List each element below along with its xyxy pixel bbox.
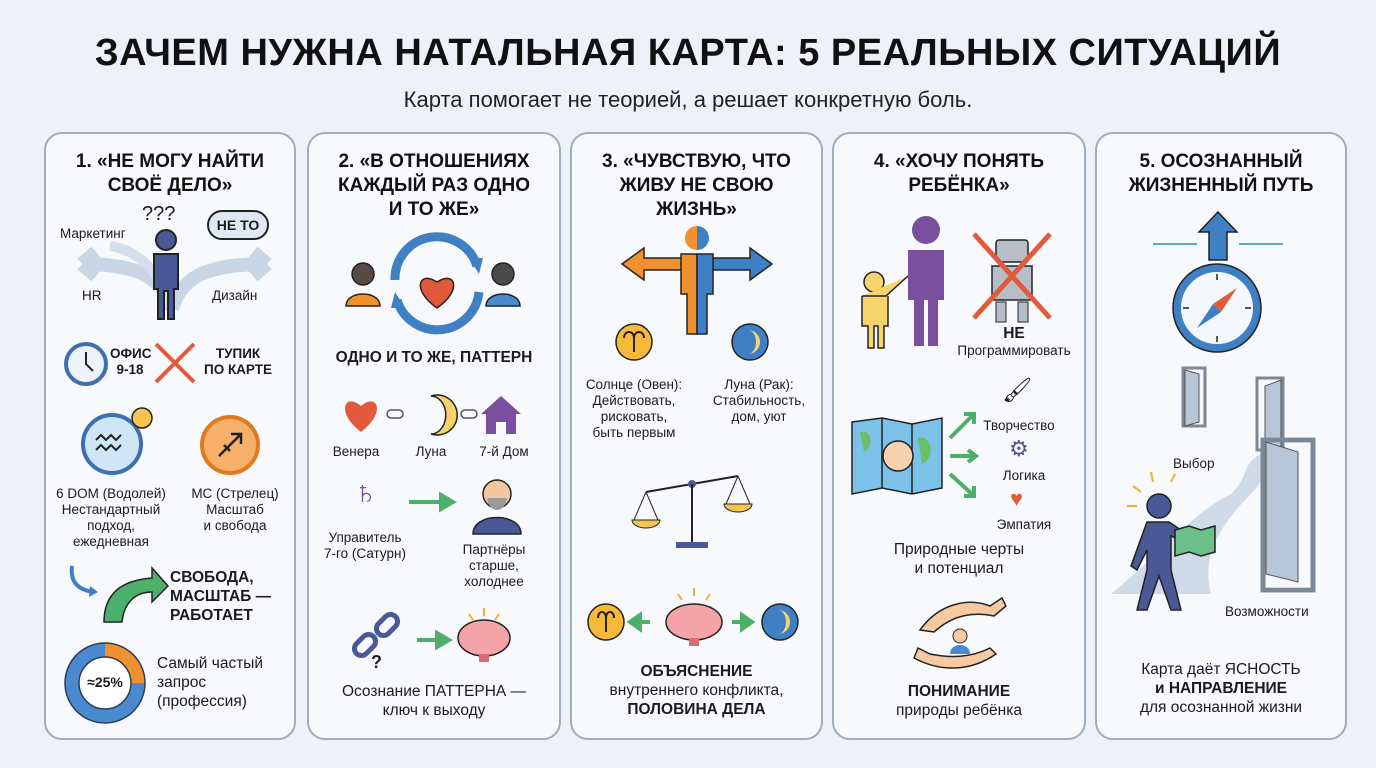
heart-icon: ♥ — [1010, 486, 1024, 511]
trait-arrows-icon — [948, 412, 980, 498]
sagittarius-icon — [200, 415, 260, 475]
path-label-design: Дизайн — [212, 288, 258, 303]
woman-icon — [345, 262, 381, 307]
choice-label: Выбор — [1173, 456, 1215, 471]
parent-child-icon — [861, 216, 944, 349]
result-text: СВОБОДА,МАСШТАБ —РАБОТАЕТ — [170, 569, 272, 624]
moon-label: Луна — [415, 444, 447, 459]
up-arrow-icon — [1153, 210, 1283, 261]
cross-icon — [154, 342, 196, 384]
compass-icon — [1172, 263, 1262, 353]
child-map-icon — [851, 417, 943, 495]
arrow-right-icon — [417, 629, 453, 651]
venus-moon-house-chain-icon — [345, 394, 521, 436]
page-subtitle: Карта помогает не теорией, а решает конк… — [403, 87, 973, 112]
robot-crossed-icon — [972, 232, 1052, 323]
paintbrush-icon: 🖌 — [1002, 377, 1033, 404]
confused-person-icon — [153, 229, 179, 320]
moon-text: Луна (Рак):Стабильность,дом, уют — [712, 377, 806, 424]
opportunities-label: Возможности — [1225, 604, 1309, 619]
trait-empathy: Эмпатия — [996, 517, 1052, 532]
trait-creativity: Творчество — [983, 418, 1055, 433]
caring-hands-icon — [913, 596, 1007, 669]
path-label-hr: HR — [82, 288, 102, 303]
arrow-right-icon — [409, 491, 457, 513]
aquarius-icon — [81, 407, 153, 475]
broken-chain-icon: ? — [351, 611, 401, 672]
walking-person-map-icon — [1127, 471, 1216, 611]
trait-logic: Логика — [1002, 468, 1046, 483]
gear-icon: ⚙ — [1009, 436, 1029, 461]
turn-arrows-icon — [69, 565, 170, 623]
scales-icon — [631, 475, 753, 548]
speech-bubble: НЕ ТО — [207, 210, 269, 240]
saturn-icon: ♄ — [353, 474, 379, 512]
house7-label: 7-й Дом — [479, 444, 529, 459]
split-person-arrows-icon — [620, 226, 774, 335]
man-icon — [485, 262, 521, 307]
clock-icon — [64, 342, 108, 386]
venus-label: Венера — [332, 444, 380, 459]
cycle-arrows-icon — [390, 232, 484, 335]
brain-icon — [457, 608, 511, 662]
bottom-text: Осознание ПАТТЕРНА —ключ к выходу — [341, 683, 527, 719]
donut-25-percent — [64, 642, 146, 724]
page-title: ЗАЧЕМ НУЖНА НАТАЛЬНАЯ КАРТА: 5 РЕАЛЬНЫХ … — [94, 32, 1282, 74]
aries-icon — [615, 323, 653, 361]
path-doors-icon — [1111, 366, 1316, 594]
pattern-label: ОДНО И ТО ЖЕ, ПАТТЕРН — [335, 349, 533, 366]
moon-circle-icon — [731, 323, 769, 361]
donut-value: ≈25% — [87, 674, 123, 690]
sun-text: Солнце (Овен):Действовать,рисковать,быть… — [585, 377, 683, 440]
question-marks: ??? — [142, 203, 176, 225]
old-man-icon — [472, 479, 522, 535]
conflict-brain-row-icon — [587, 588, 799, 646]
svg-text:?: ? — [371, 652, 382, 672]
path-label-marketing: Маркетинг — [60, 226, 126, 241]
